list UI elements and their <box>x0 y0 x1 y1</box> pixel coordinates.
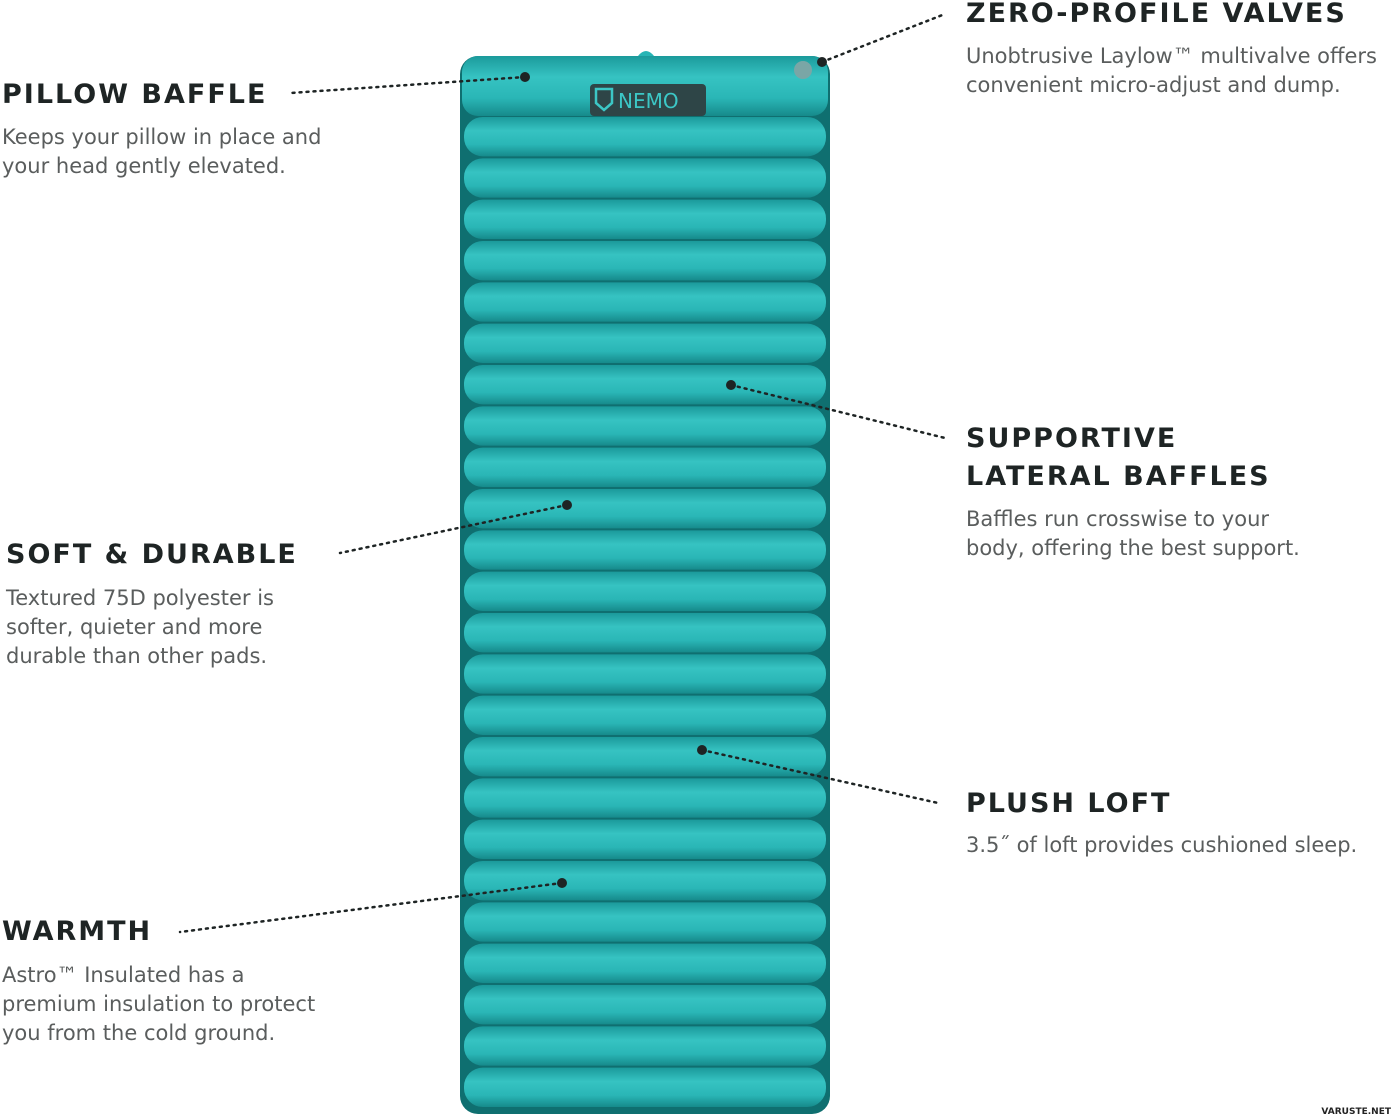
lateral-baffle <box>464 158 826 198</box>
lateral-baffle <box>464 323 826 363</box>
plush-loft-title: PLUSH LOFT <box>966 788 1172 819</box>
logo-badge <box>590 84 706 116</box>
lateral-baffle <box>464 819 826 859</box>
callout-dotted-line <box>178 881 564 934</box>
lateral-baffle <box>464 737 826 777</box>
watermark: VARUSTE.NET <box>1321 1107 1391 1117</box>
pull-tab <box>638 51 654 56</box>
lateral-baffle <box>464 778 826 818</box>
lateral-baffle <box>464 530 826 570</box>
callout-dotted-line <box>700 748 940 805</box>
lateral-baffle <box>464 654 826 694</box>
lateral-baffle <box>464 613 826 653</box>
soft-durable-title: SOFT & DURABLE <box>6 539 298 570</box>
lateral-baffle <box>464 489 826 529</box>
lateral-baffle <box>464 282 826 322</box>
lateral-baffle <box>464 117 826 157</box>
plush-loft-text: 3.5˝ of loft provides cushioned sleep. <box>966 833 1358 857</box>
lateral-baffle <box>464 1067 826 1107</box>
valve-icon <box>794 61 812 79</box>
lateral-baffle <box>464 943 826 983</box>
callout-dotted-line <box>288 75 527 95</box>
lateral-baffle <box>464 1026 826 1066</box>
lateral-baffle <box>464 985 826 1025</box>
lateral-baffle <box>464 447 826 487</box>
callout-dotted-line <box>338 503 569 555</box>
lateral-baffle <box>464 861 826 901</box>
warmth-title: WARMTH <box>2 916 153 947</box>
lateral-baffle <box>464 241 826 281</box>
valves-title: ZERO-PROFILE VALVES <box>966 0 1347 29</box>
callout-dotted-line <box>820 12 947 64</box>
lateral-baffle <box>464 199 826 239</box>
logo-shield-icon <box>594 87 614 112</box>
lateral-baffle <box>464 365 826 405</box>
pillow-baffle-title: PILLOW BAFFLE <box>2 79 268 110</box>
lateral-baffle <box>464 571 826 611</box>
lateral-baffle <box>464 902 826 942</box>
lateral-baffle <box>464 406 826 446</box>
lateral-baffle <box>464 695 826 735</box>
callout-dotted-line <box>729 383 947 440</box>
logo-text: NEMO <box>618 89 679 113</box>
nemo-logo: NEMO <box>590 84 706 116</box>
sleeping-pad-image: NEMO <box>460 51 830 1114</box>
